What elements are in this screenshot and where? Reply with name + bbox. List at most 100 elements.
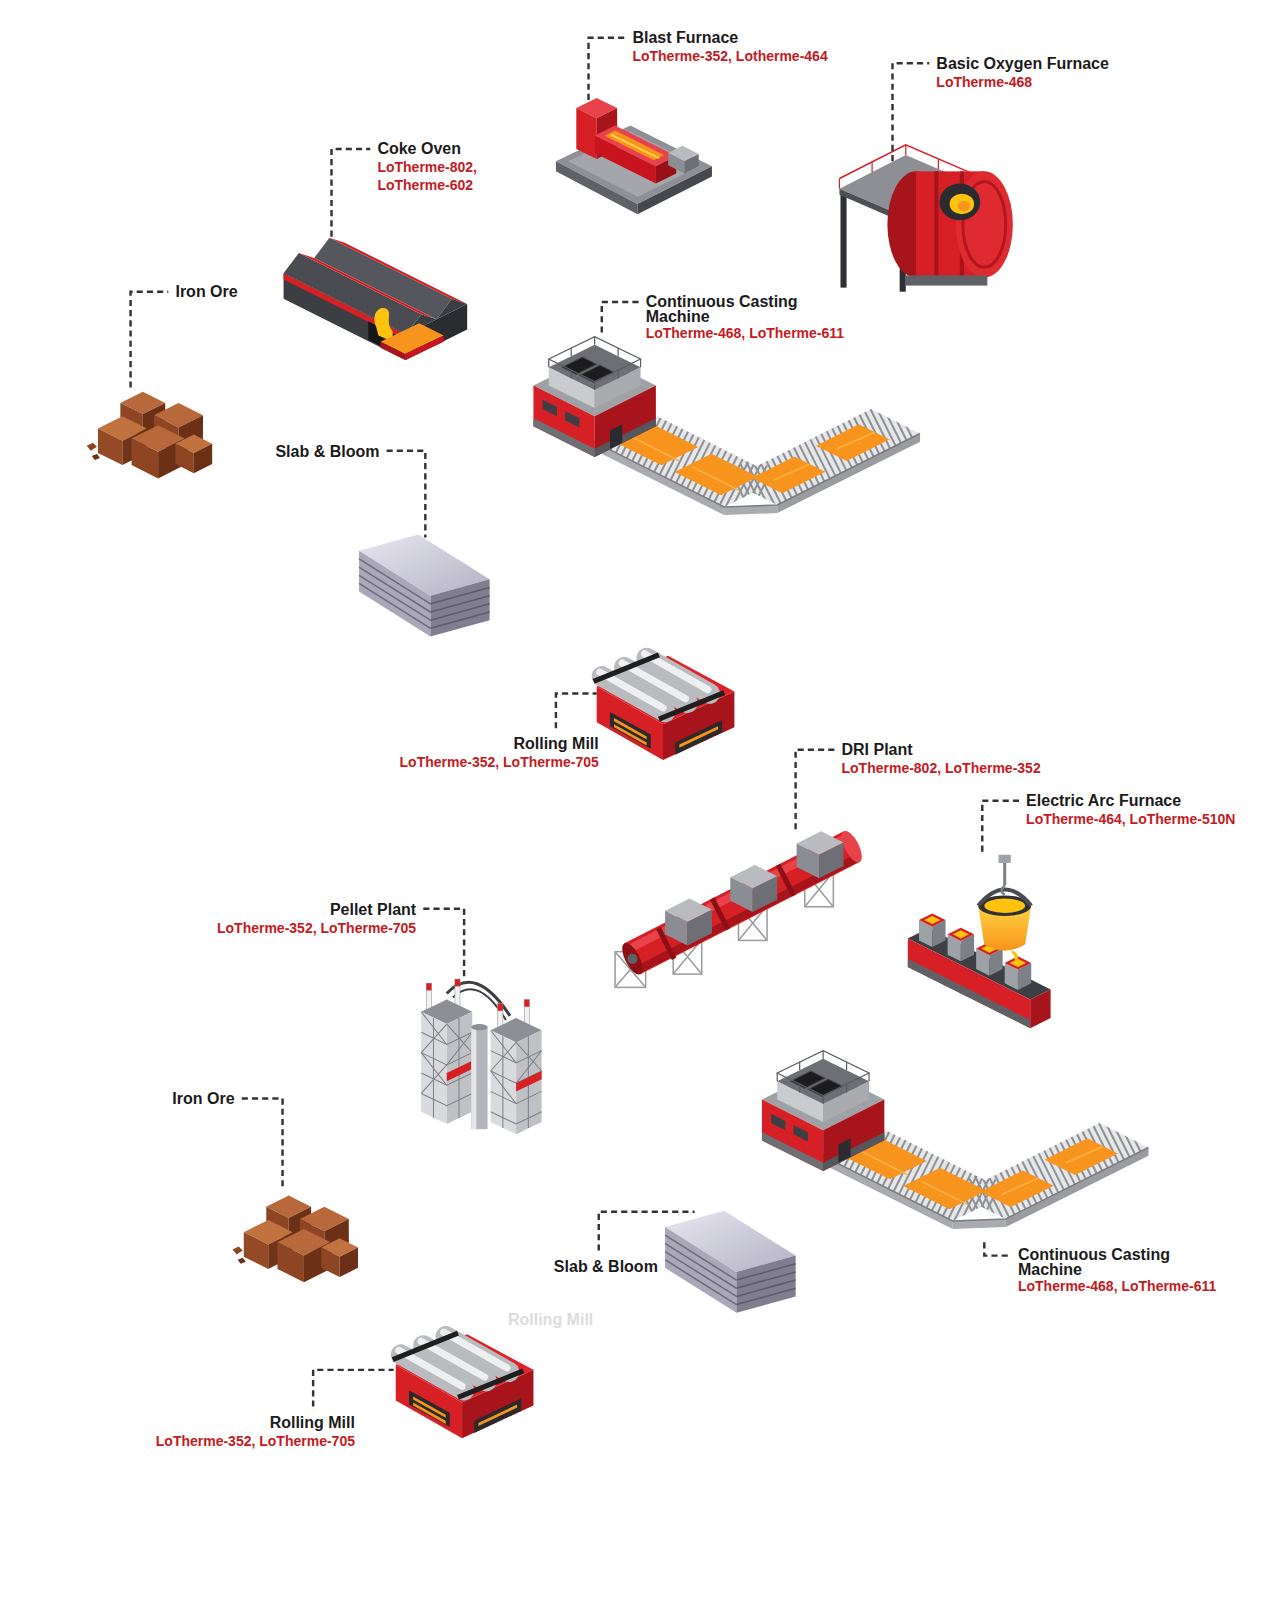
pellet-plant-illustration [421,1012,472,1118]
equipment-label: Iron Ore [172,1090,234,1108]
blast-furnace-illustration [576,108,596,159]
pellet-plant-illustration [421,1012,472,1094]
slab-bloom-illustration [665,1211,796,1313]
equipment-label: Slab & Bloom [554,1258,658,1276]
basic-oxygen-furnace-illustration [840,194,846,288]
product-codes: LoTherme-802, LoTherme-352 [842,759,1041,777]
electric-arc-furnace-illustration [1003,863,1006,885]
product-codes: LoTherme-468, LoTherme-611 [1018,1277,1216,1295]
coke-oven-illustration [314,238,452,320]
product-codes: LoTherme-352, Lotherme-464 [632,47,827,65]
dri-plant-illustration [778,865,794,896]
equipment-name: Continuous Casting Machine [646,294,816,324]
pellet-plant-illustration [516,1071,542,1091]
coke-oven-illustration [284,238,468,360]
basic-oxygen-furnace-illustration [905,145,906,155]
equipment-label: Coke OvenLoTherme-802, LoTherme-602 [377,140,497,194]
dri-plant-illustration [712,899,728,930]
leader-line [599,1212,695,1251]
leader-line [313,1370,394,1407]
pellet-plant-illustration [524,1000,529,1007]
equipment-name: Rolling Mill [513,735,598,753]
blast-furnace-illustration [611,135,659,158]
electric-arc-furnace-illustration [953,930,969,938]
basic-oxygen-furnace-illustration [839,145,1012,292]
dri-plant-illustration [665,831,843,945]
dri-plant-illustration [753,876,777,912]
pellet-plant-illustration [434,1018,459,1118]
leader-line [602,302,639,333]
equipment-name: DRI Plant [842,741,913,759]
electric-arc-furnace-illustration [999,855,1011,863]
leader-line [589,38,626,100]
basic-oxygen-furnace-illustration [950,194,974,214]
pellet-plant-illustration [471,1027,487,1129]
equipment-name: Iron Ore [175,283,237,301]
equipment-label: Blast FurnaceLoTherme-352, Lotherme-464 [632,29,827,65]
blast-furnace-illustration [684,154,698,173]
pellet-plant-illustration [471,1024,487,1030]
leader-line [796,750,835,830]
leader-line [556,694,597,729]
equipment-name: Iron Ore [172,1090,234,1108]
basic-oxygen-furnace-illustration [906,275,988,285]
equipment-label: Slab & Bloom [275,443,379,461]
dri-plant-illustration [658,865,793,959]
equipment-name: Slab & Bloom [275,443,379,461]
equipment-label: DRI PlantLoTherme-802, LoTherme-352 [842,741,1041,777]
pellet-plant-illustration [498,1004,503,1011]
equipment-name: Coke Oven [377,140,461,158]
leader-line [982,801,1019,853]
blast-furnace-illustration [605,131,664,161]
basic-oxygen-furnace-illustration [871,162,872,172]
basic-oxygen-furnace-illustration [939,184,980,221]
iron-ore-illustration [233,1195,358,1282]
faded-label: Rolling Mill [508,1311,593,1329]
electric-arc-furnace-illustration [1011,951,1018,961]
pellet-plant-illustration [426,983,431,990]
product-codes: LoTherme-352, LoTherme-705 [217,919,416,937]
continuous-casting-illustration [762,1051,1149,1229]
rolling-mill-illustration [594,654,735,760]
product-codes: LoTherme-802, LoTherme-602 [377,158,497,194]
basic-oxygen-furnace-illustration [839,178,840,188]
dri-plant-illustration [687,910,711,946]
leader-line [242,1099,283,1190]
basic-oxygen-furnace-illustration [958,201,970,211]
dri-plant-illustration [665,911,687,946]
rolling-mill-illustration [393,1332,534,1438]
basic-oxygen-furnace-illustration [934,171,938,277]
pellet-plant-illustration [491,1030,542,1103]
electric-arc-furnace-illustration [948,928,975,941]
leader-line [984,1242,1011,1255]
leader-line [131,38,1019,1407]
pellet-plant-illustration [491,1051,542,1124]
electric-arc-furnace-illustration [978,889,1031,905]
dri-plant-illustration [615,828,866,987]
blast-furnace-illustration [668,153,684,173]
blast-furnace-illustration [556,98,712,214]
equipment-label: Iron Ore [175,283,237,301]
coke-oven-illustration [437,299,468,319]
leader-line [131,292,169,388]
equipment-name: Blast Furnace [632,29,738,47]
pellet-plant-illustration [421,1032,472,1105]
leader-line [332,149,371,237]
equipment-label: Pellet PlantLoTherme-352, LoTherme-705 [217,901,416,937]
continuous-casting-illustration [533,337,920,515]
basic-oxygen-furnace-illustration [938,159,939,169]
leader-line [892,63,929,161]
electric-arc-furnace-illustration [908,855,1051,1028]
product-codes: LoTherme-352, LoTherme-705 [156,1432,355,1450]
blast-furnace-illustration [556,161,638,214]
equipment-name: Electric Arc Furnace [1026,792,1181,810]
slab-bloom-illustration [359,534,490,636]
dri-plant-illustration [819,843,843,879]
pellet-plant-illustration [421,979,541,1134]
pellet-plant-illustration [491,1030,542,1128]
coke-oven-illustration [405,336,444,360]
electric-arc-furnace-illustration [1002,885,1005,894]
electric-arc-furnace-illustration [984,899,1025,913]
equipment-name: Slab & Bloom [554,1258,658,1276]
equipment-name: Pellet Plant [330,901,416,919]
